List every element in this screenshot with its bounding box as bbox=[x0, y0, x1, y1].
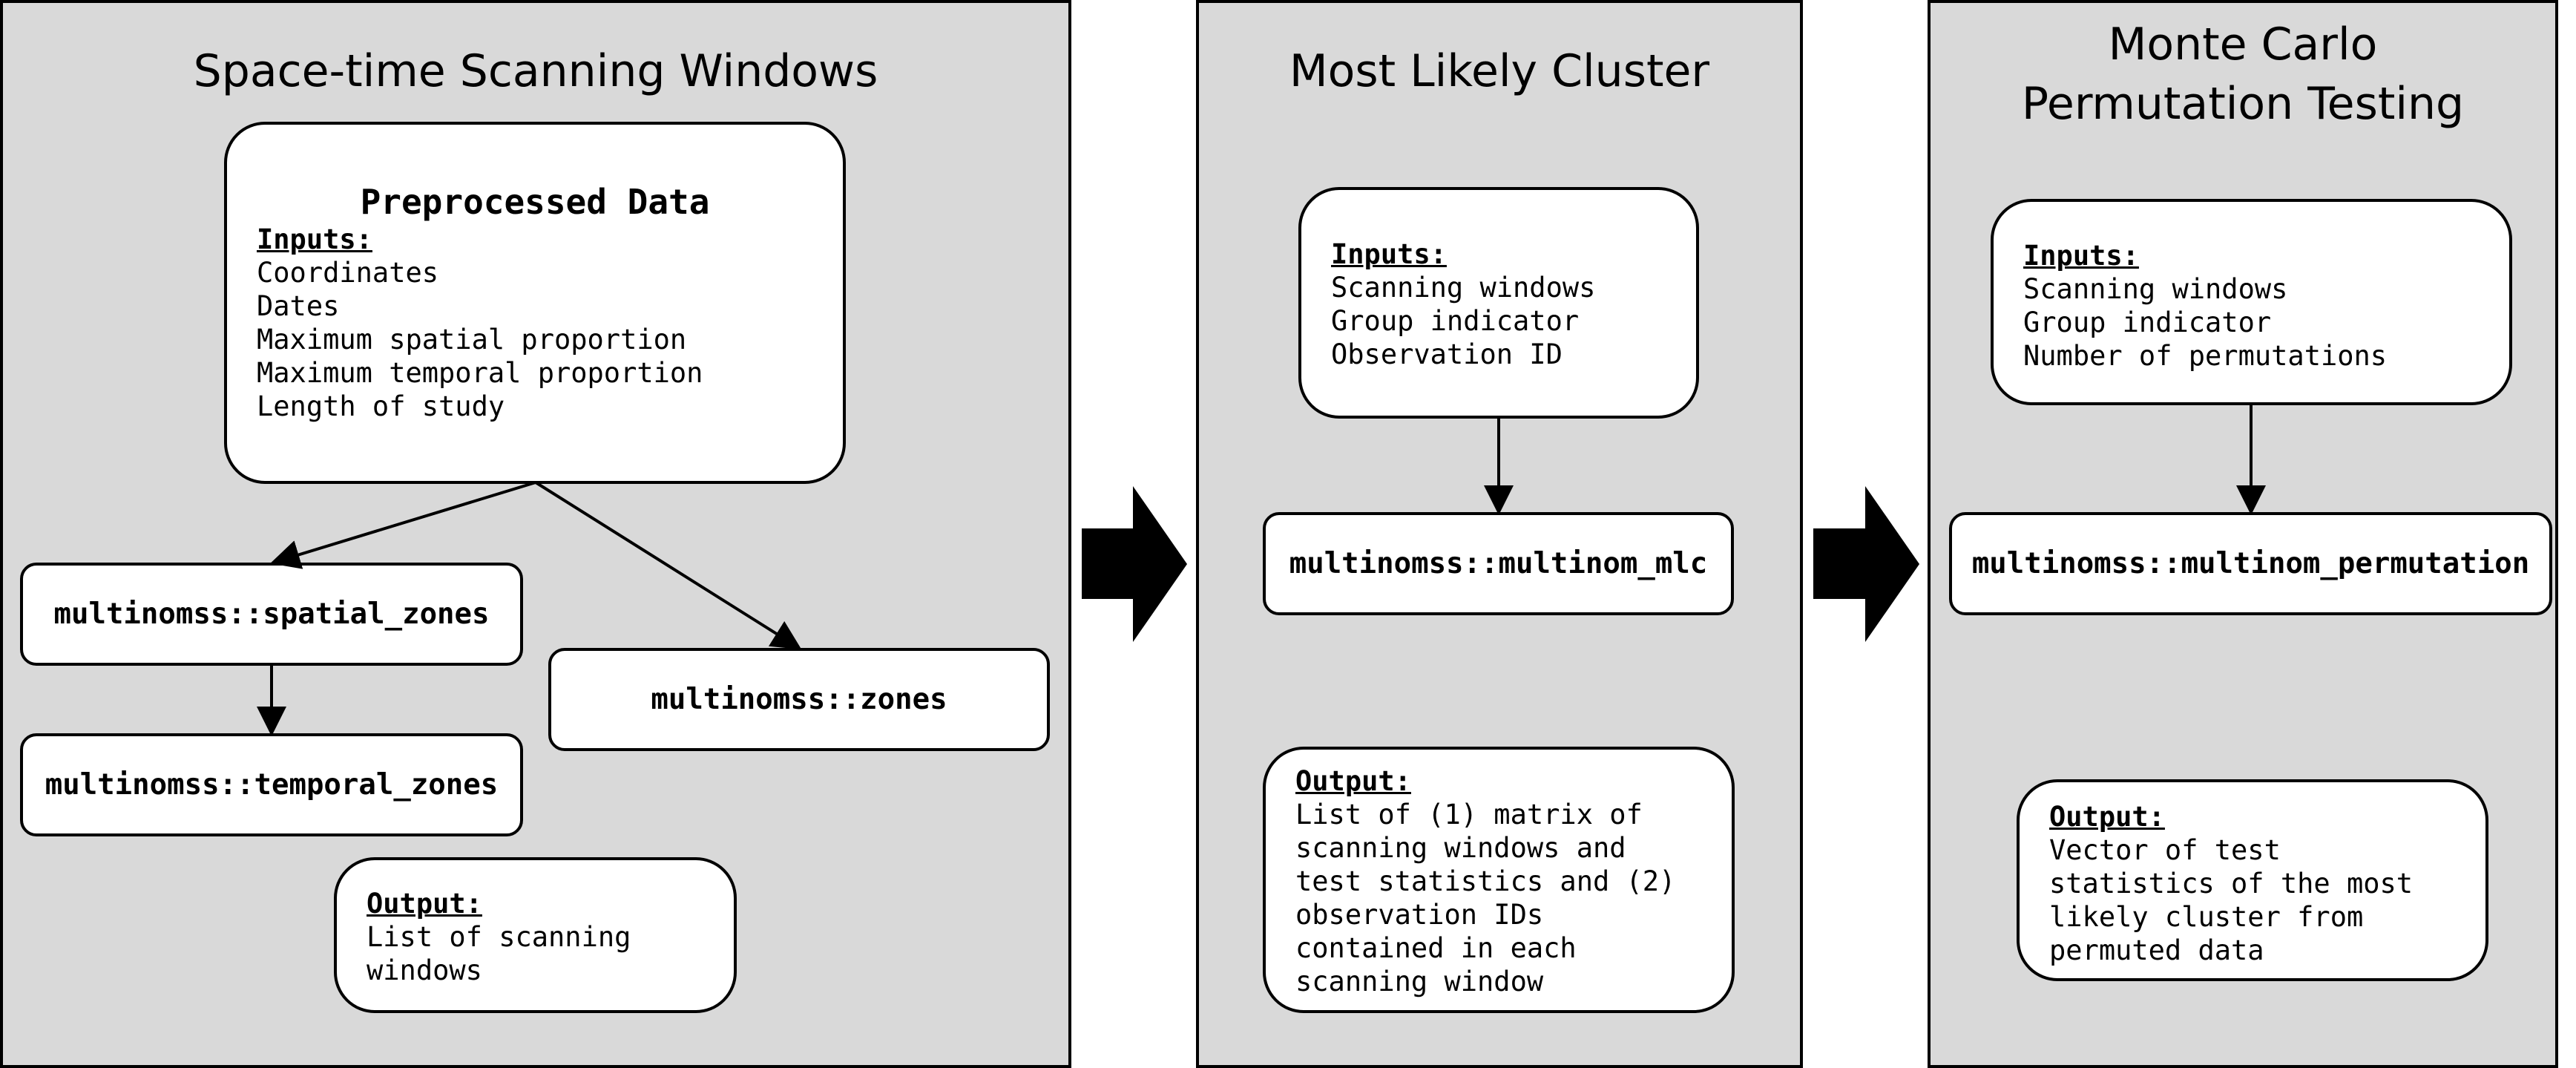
panel-title-line-1: Monte Carlo bbox=[2108, 19, 2378, 71]
output-line: scanning windows and bbox=[1295, 832, 1626, 864]
output-line: observation IDs bbox=[1295, 899, 1544, 931]
output-line: likely cluster from bbox=[2049, 901, 2364, 933]
inputs-box: Inputs: Scanning windows Group indicator… bbox=[1991, 199, 2512, 405]
multinom-mlc-function-box: multinomss::multinom_mlc bbox=[1263, 512, 1734, 615]
input-item: Length of study bbox=[257, 390, 505, 422]
panel-title-line-2: Permutation Testing bbox=[2021, 78, 2465, 130]
zones-function-box: multinomss::zones bbox=[548, 648, 1050, 751]
output-line: windows bbox=[367, 954, 482, 986]
input-item: Maximum temporal proportion bbox=[257, 357, 703, 389]
temporal-zones-function-box: multinomss::temporal_zones bbox=[20, 733, 523, 836]
output-line: scanning window bbox=[1295, 966, 1544, 997]
function-name: multinomss::zones bbox=[651, 683, 947, 716]
output-line: List of scanning bbox=[367, 921, 631, 953]
output-box: Output: Vector of test statistics of the… bbox=[2017, 779, 2488, 981]
function-name: multinomss::multinom_permutation bbox=[1971, 547, 2530, 580]
output-label: Output: bbox=[1295, 765, 1411, 797]
output-label: Output: bbox=[2049, 801, 2165, 833]
output-box: Output: List of (1) matrix of scanning w… bbox=[1263, 747, 1735, 1013]
multinom-permutation-function-box: multinomss::multinom_permutation bbox=[1949, 512, 2552, 615]
output-line: test statistics and (2) bbox=[1295, 865, 1676, 897]
input-item: Coordinates bbox=[257, 257, 439, 289]
box-title: Preprocessed Data bbox=[360, 182, 710, 222]
output-line: contained in each bbox=[1295, 932, 1577, 964]
panel-title: Space-time Scanning Windows bbox=[193, 45, 878, 97]
output-line: Vector of test bbox=[2049, 834, 2281, 866]
input-item: Dates bbox=[257, 290, 340, 322]
function-name: multinomss::temporal_zones bbox=[45, 768, 499, 802]
function-name: multinomss::multinom_mlc bbox=[1289, 547, 1708, 580]
output-line: permuted data bbox=[2049, 934, 2264, 966]
function-name: multinomss::spatial_zones bbox=[53, 597, 490, 631]
preprocessed-data-box: Preprocessed Data Inputs: Coordinates Da… bbox=[224, 122, 846, 484]
inputs-label: Inputs: bbox=[2023, 240, 2139, 272]
flow-arrow-icon bbox=[1082, 486, 1187, 642]
spatial-zones-function-box: multinomss::spatial_zones bbox=[20, 563, 523, 666]
output-label: Output: bbox=[367, 888, 482, 920]
input-item: Scanning windows bbox=[1331, 272, 1596, 304]
output-line: List of (1) matrix of bbox=[1295, 799, 1643, 831]
input-item: Observation ID bbox=[1331, 338, 1563, 370]
inputs-box: Inputs: Scanning windows Group indicator… bbox=[1298, 187, 1699, 419]
panel-title: Most Likely Cluster bbox=[1289, 45, 1710, 97]
output-line: statistics of the most bbox=[2049, 868, 2414, 900]
flow-arrow-icon bbox=[1813, 486, 1919, 642]
inputs-label: Inputs: bbox=[1331, 238, 1447, 270]
input-item: Scanning windows bbox=[2023, 273, 2288, 305]
inputs-label: Inputs: bbox=[257, 223, 372, 255]
input-item: Group indicator bbox=[1331, 305, 1580, 337]
input-item: Maximum spatial proportion bbox=[257, 324, 687, 356]
input-item: Number of permutations bbox=[2023, 340, 2388, 372]
input-item: Group indicator bbox=[2023, 307, 2272, 338]
output-box: Output: List of scanning windows bbox=[334, 857, 737, 1013]
